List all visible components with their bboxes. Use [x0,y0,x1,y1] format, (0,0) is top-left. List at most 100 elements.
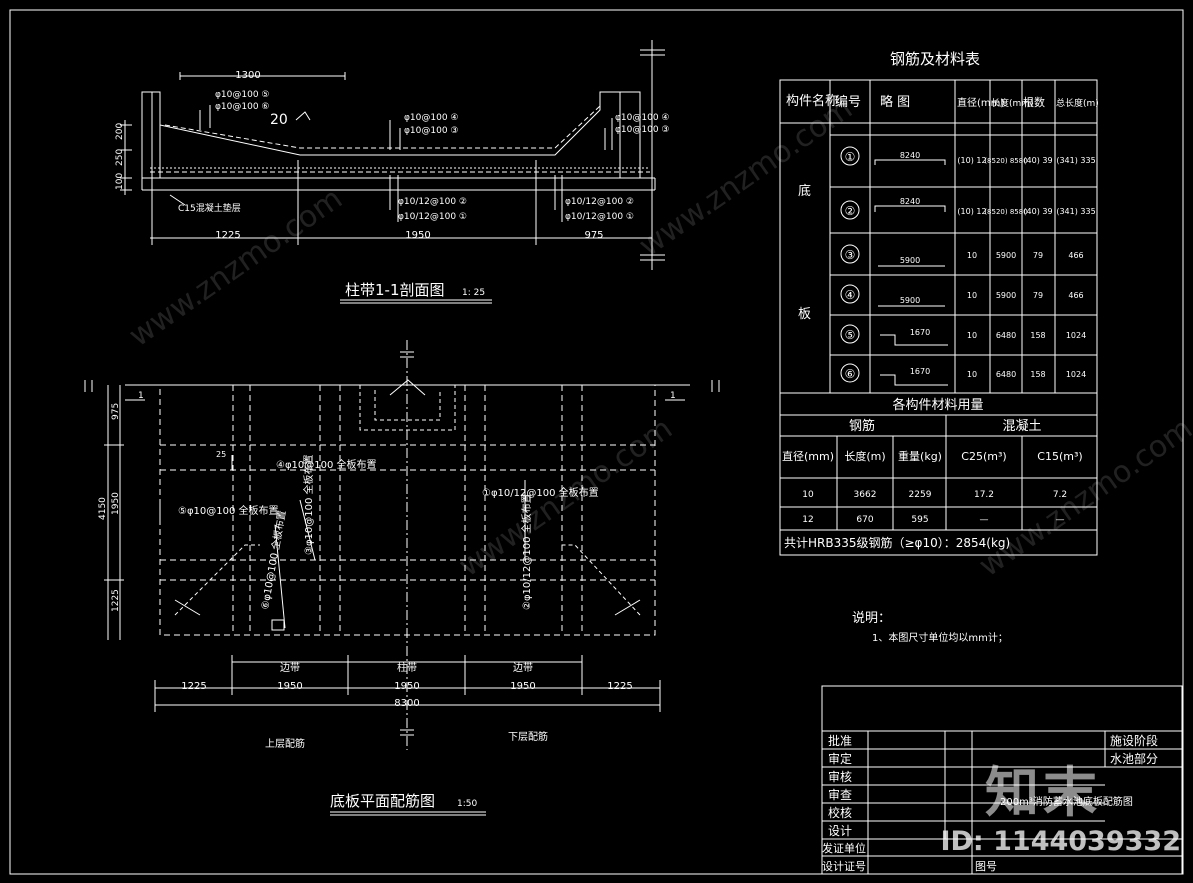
plan-label-2: ②φ10/12@100 全板布置 [520,493,533,610]
section-dim-1: 1225 [215,230,240,241]
watermark-brand: 知末 [985,761,1101,824]
section-dim-3: 975 [584,230,603,241]
plan-left-dim-2: 1950 [111,492,121,515]
mat-concrete: 混凝土 [1002,418,1041,434]
rebar-label: φ10@100 ④ [404,113,459,123]
mat-header: 重量(kg) [898,449,942,463]
row-no: ② [845,204,856,218]
plan-title: 底板平面配筋图 [330,792,435,810]
row-count: 158 [1030,331,1045,340]
total-note: 共计HRB335级钢筋（≥φ10）：2854(kg) [784,535,1010,550]
tb-drawing-no: 图号 [975,860,997,873]
upper-label: 上层配筋 [265,737,305,750]
row-sketch: 8240 [900,151,920,160]
mat-header: 长度(m) [844,449,885,463]
row-total: (341) 335 [1056,207,1095,216]
small-25: 25 [216,450,226,459]
group-label: 底 [798,183,811,199]
rebar-label: φ10/12@100 ① [565,212,634,222]
band-label: 边带 [280,662,300,674]
rebar-label: φ10@100 ③ [615,125,670,135]
header-dia: 直径(mm) [957,96,1004,109]
row-sketch: 1670 [910,367,930,376]
tb-role: 设计 [828,824,852,838]
tb-cert-no: 设计证号 [822,860,866,873]
row-no: ① [845,150,856,164]
row-sketch: 8240 [900,197,920,206]
tb-role: 批准 [828,733,852,748]
notes-item: 1、本图尺寸单位均以mm计； [872,631,1008,644]
mat-cell: 3662 [854,490,877,500]
row-len: (8520) 8580 [984,208,1027,216]
table-labels: 钢筋及材料表 构件名称 编号 略 图 直径(mm) 长度(mm) 根数 总长度(… [782,50,1099,550]
rebar-label: φ10/12@100 ② [398,197,467,207]
title-block [821,685,1183,875]
mat-cell: — [1056,515,1065,525]
plan-seg: 1950 [277,681,302,692]
row-dia: 10 [967,370,977,379]
tb-drawing-name: 200m³消防蓄水池底板配筋图 [1000,795,1133,808]
row-total: 1024 [1066,331,1086,340]
table-title: 钢筋及材料表 [890,50,980,68]
header-name: 构件名称 [786,93,838,109]
header-sketch: 略 图 [880,94,910,110]
section-top-dim: 1300 [235,70,260,81]
tb-role: 审核 [828,769,852,784]
plan-label-3: ③φ10@100 全板布置 [302,454,315,555]
section-mark: 1 [138,391,144,401]
row-no: ⑥ [845,367,856,381]
tb-role: 审查 [828,787,852,802]
mat-cell: 670 [856,515,873,525]
section-mark: 1 [670,391,676,401]
row-no: ③ [845,248,856,262]
row-len: 6480 [996,370,1016,379]
mat-header: C25(m³) [961,450,1006,463]
section-left-dim-1: 200 [115,123,125,140]
plan-left-total: 4150 [98,497,108,520]
section-title: 柱带1-1剖面图 [345,281,445,299]
row-dia: (10) 12 [957,156,986,165]
notes-heading: 说明： [852,611,891,626]
section-dim-2: 1950 [405,230,430,241]
row-total: 466 [1068,251,1083,260]
rebar-label: φ10/12@100 ① [398,212,467,222]
plan-seg: 1950 [394,681,419,692]
row-no: ⑤ [845,328,856,342]
row-len: 6480 [996,331,1016,340]
row-total: 466 [1068,291,1083,300]
header-count: 根数 [1023,95,1045,109]
plan-label-4: ④φ10@100 全板布置 [276,458,377,471]
section-1-1 [120,40,665,304]
plan-total: 8300 [394,698,419,709]
mat-cell: — [980,515,989,525]
plan-scale: 1:50 [457,799,477,809]
row-sketch: 5900 [900,256,920,265]
plan-seg: 1225 [607,681,632,692]
plan-left-dim-1: 975 [111,403,121,420]
mat-header: C15(m³) [1037,450,1082,463]
tb-cert-unit: 发证单位 [822,841,866,855]
header-no: 编号 [835,95,861,110]
mat-cell: 10 [802,490,814,500]
plan-label-1: ①φ10/12@100 全板布置 [482,486,599,499]
c15-label: C15混凝土垫层 [178,202,241,214]
rebar-label: φ10@100 ⑥ [215,102,270,112]
row-count: 79 [1033,291,1043,300]
section-left-dim-2: 250 [115,149,125,166]
plan-view [84,340,720,816]
mat-cell: 7.2 [1053,490,1067,500]
plan-left-dim-3: 1225 [111,589,121,612]
row-len: 5900 [996,251,1016,260]
plan-label-5: ⑤φ10@100 全板布置 [178,504,279,517]
rebar-label: φ10/12@100 ② [565,197,634,207]
band-label: 边带 [513,662,533,674]
row-count: 79 [1033,251,1043,260]
tb-role: 校核 [828,805,852,820]
mat-title: 各构件材料用量 [892,397,983,413]
row-count: (40) 39 [1023,156,1052,165]
mat-header: 直径(mm) [782,449,834,463]
plan-labels: 1 1 975 1950 1225 4150 25 ④φ10@100 全板布置 … [98,391,676,810]
header-total: 总长度(m) [1056,97,1099,109]
row-total: 1024 [1066,370,1086,379]
